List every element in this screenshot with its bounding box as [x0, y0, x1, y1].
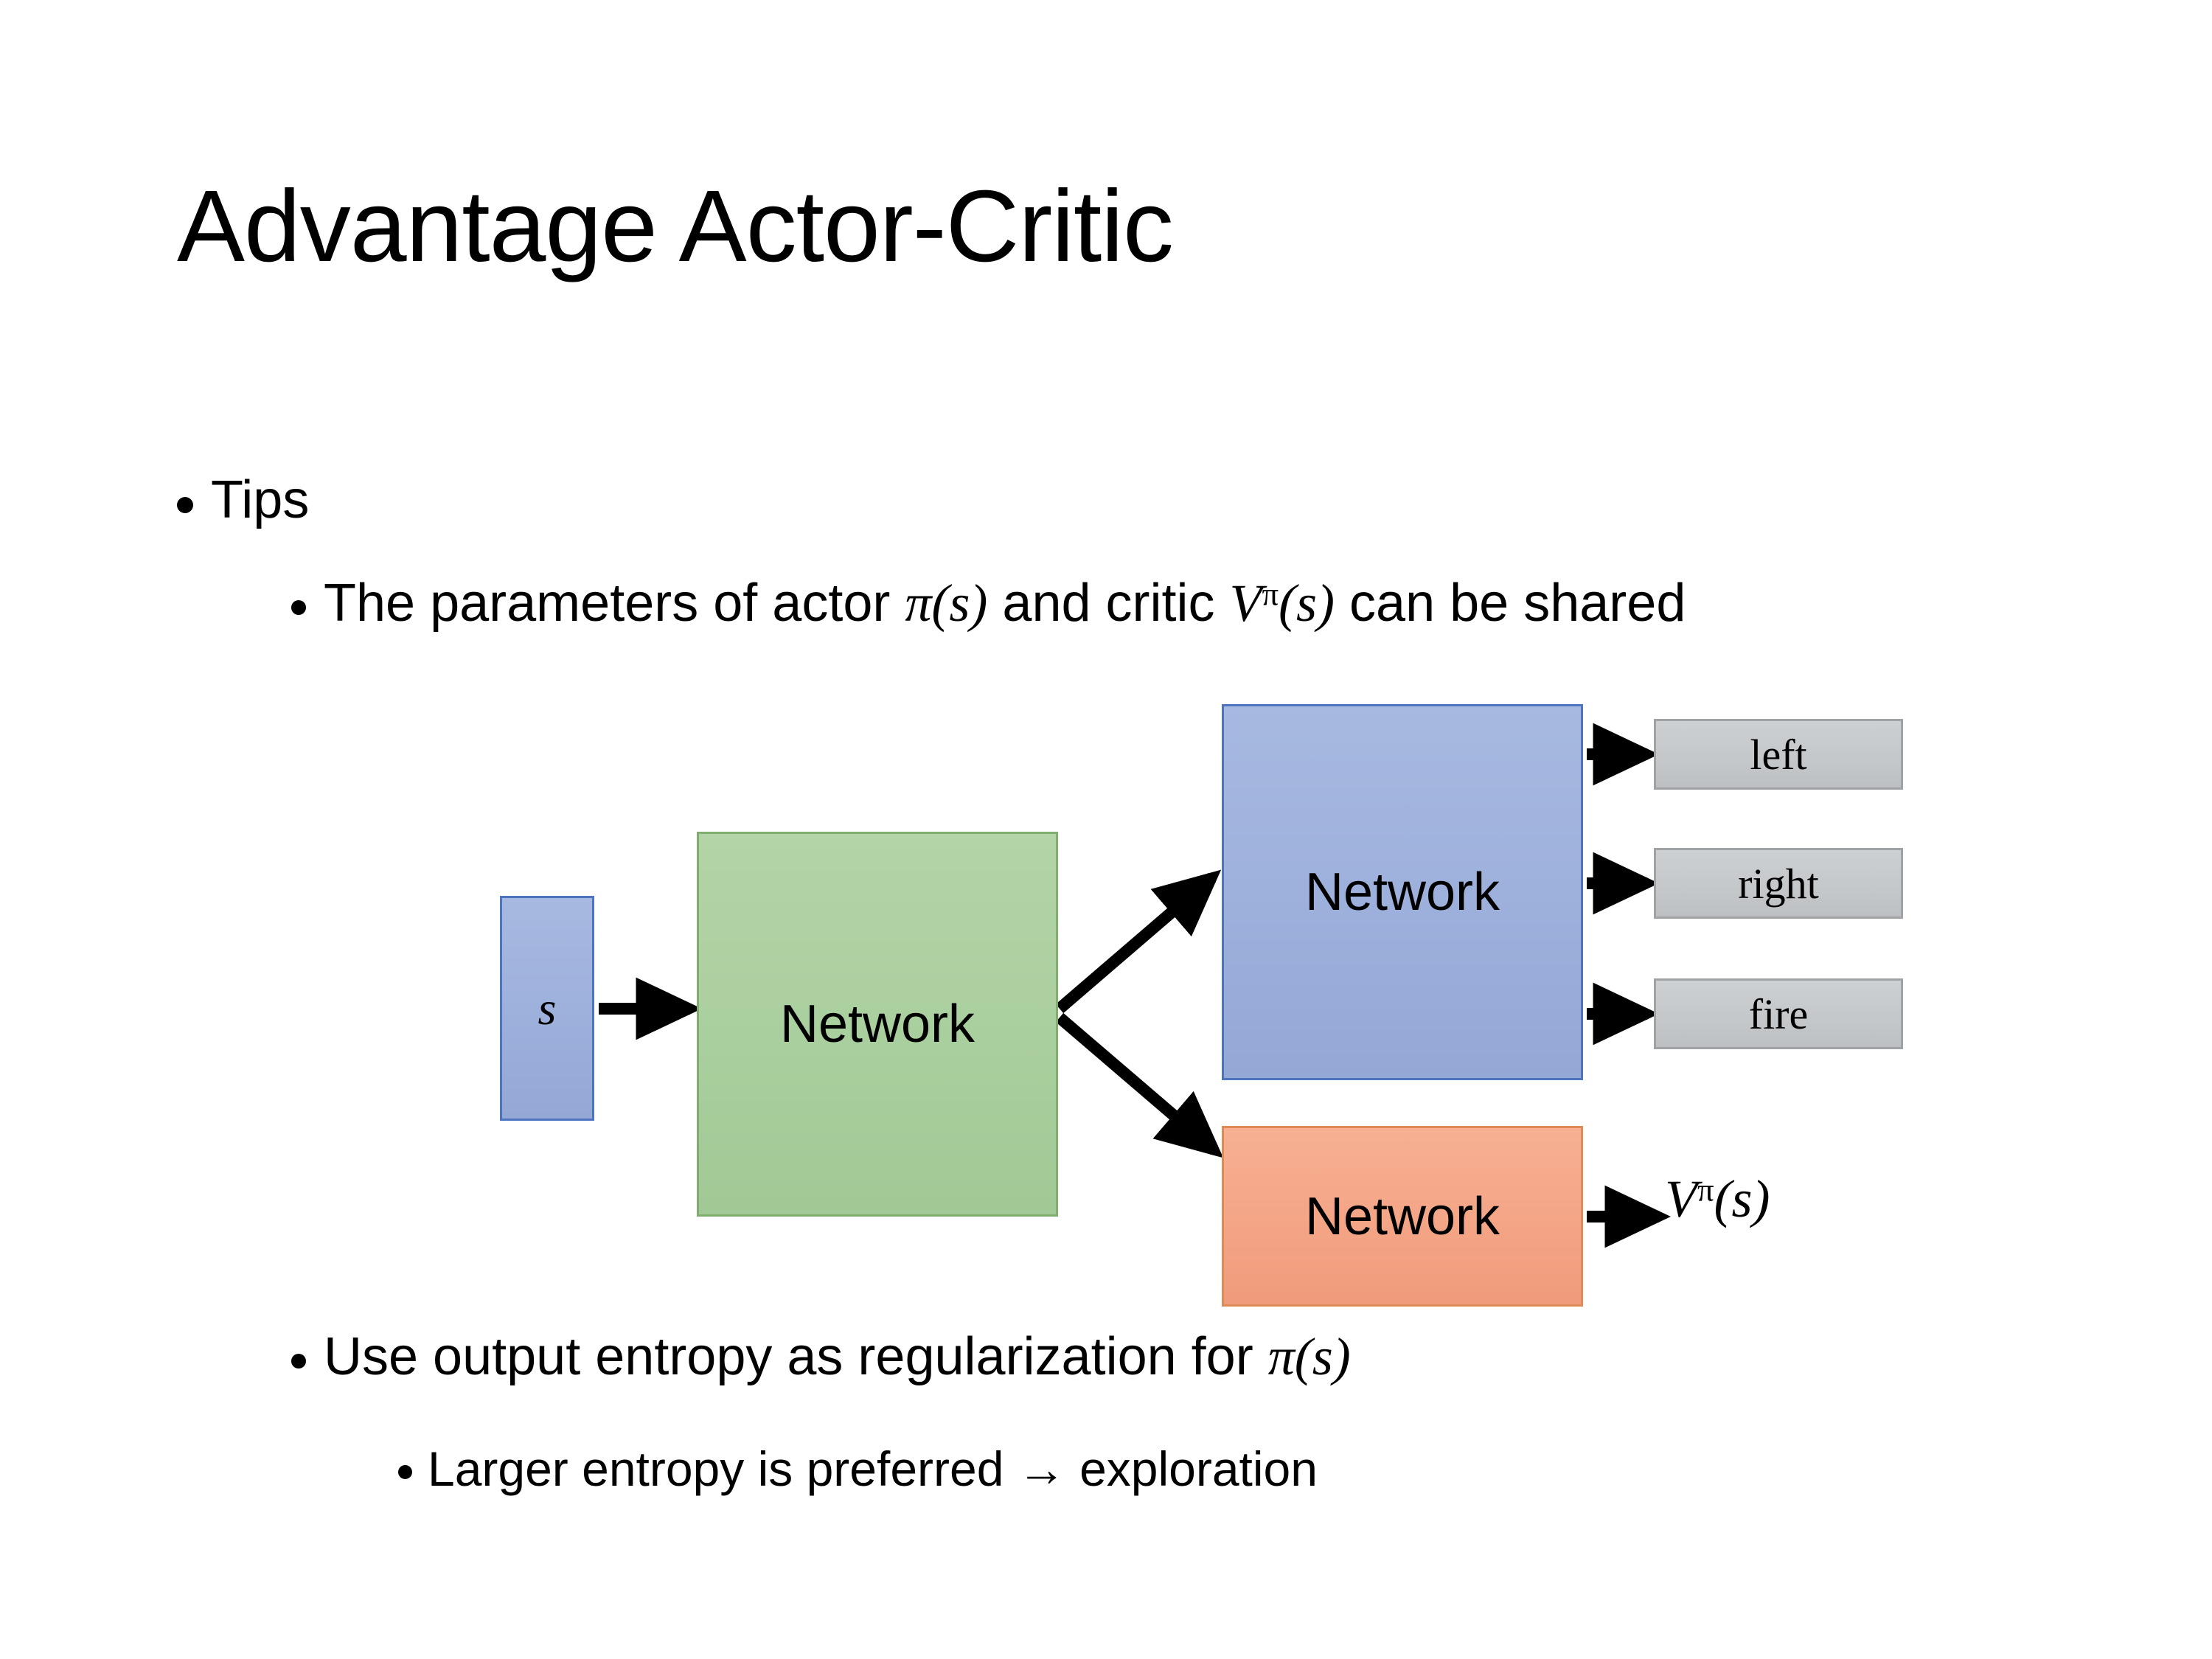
- entropy-pi-glyph: π: [1267, 1327, 1295, 1386]
- actor-network-box[interactable]: Network: [1222, 704, 1583, 1080]
- shared-network-box[interactable]: Network: [697, 832, 1058, 1217]
- value-v-glyph: V: [1665, 1169, 1697, 1228]
- actor-pi-arg: (s): [931, 574, 988, 633]
- bullet-tips: Tips: [177, 470, 1209, 530]
- action-box-fire[interactable]: fire: [1654, 978, 1903, 1049]
- params-middle: and critic: [987, 574, 1230, 633]
- bullet-larger-entropy-label: Larger entropy is preferred → exploratio…: [428, 1441, 1318, 1496]
- action-box-left[interactable]: left: [1654, 719, 1903, 790]
- state-symbol: s: [538, 981, 557, 1034]
- critic-network-label: Network: [1304, 1186, 1500, 1246]
- bullet-entropy-label: Use output entropy as regularization for…: [324, 1327, 2061, 1387]
- action-label-right: right: [1738, 859, 1819, 908]
- entropy-pi-arg: (s): [1294, 1327, 1351, 1386]
- arrow-shared-to-actor: [1055, 869, 1222, 1014]
- value-arg: (s): [1714, 1169, 1770, 1228]
- bullet-shared-parameters: The parameters of actor π(s) and critic …: [291, 574, 1987, 633]
- page-title: Advantage Actor-Critic: [177, 170, 1174, 283]
- critic-v-glyph: V: [1229, 574, 1262, 633]
- value-function-output-label: Vπ(s): [1665, 1169, 1770, 1230]
- value-function-symbol: Vπ(s): [1665, 1169, 1770, 1228]
- critic-v-arg: (s): [1279, 574, 1335, 633]
- action-label-left: left: [1750, 730, 1807, 779]
- critic-pi-superscript: π: [1262, 575, 1279, 613]
- action-label-fire: fire: [1748, 990, 1809, 1038]
- bullet-tips-label: Tips: [211, 470, 310, 529]
- critic-value-symbol: Vπ(s): [1230, 574, 1335, 633]
- entropy-prefix: Use output entropy as regularization for: [324, 1327, 1268, 1386]
- critic-network-box[interactable]: Network: [1222, 1126, 1583, 1307]
- params-prefix: The parameters of actor: [324, 574, 905, 633]
- bullet-entropy-regularization: Use output entropy as regularization for…: [291, 1327, 2061, 1387]
- bullet-larger-entropy: Larger entropy is preferred → exploratio…: [398, 1441, 2168, 1497]
- params-suffix: can be shared: [1335, 574, 1686, 633]
- entropy-policy-symbol: π(s): [1268, 1327, 1351, 1386]
- actor-policy-symbol: π(s): [905, 574, 987, 633]
- shared-network-label: Network: [779, 995, 975, 1054]
- bullet-shared-parameters-label: The parameters of actor π(s) and critic …: [324, 574, 1987, 633]
- value-pi-superscript: π: [1697, 1171, 1714, 1208]
- state-input-box[interactable]: s: [500, 896, 594, 1121]
- actor-pi-glyph: π: [905, 574, 932, 633]
- actor-network-label: Network: [1304, 863, 1500, 922]
- action-box-right[interactable]: right: [1654, 848, 1903, 919]
- arrow-shared-to-critic: [1055, 1012, 1224, 1158]
